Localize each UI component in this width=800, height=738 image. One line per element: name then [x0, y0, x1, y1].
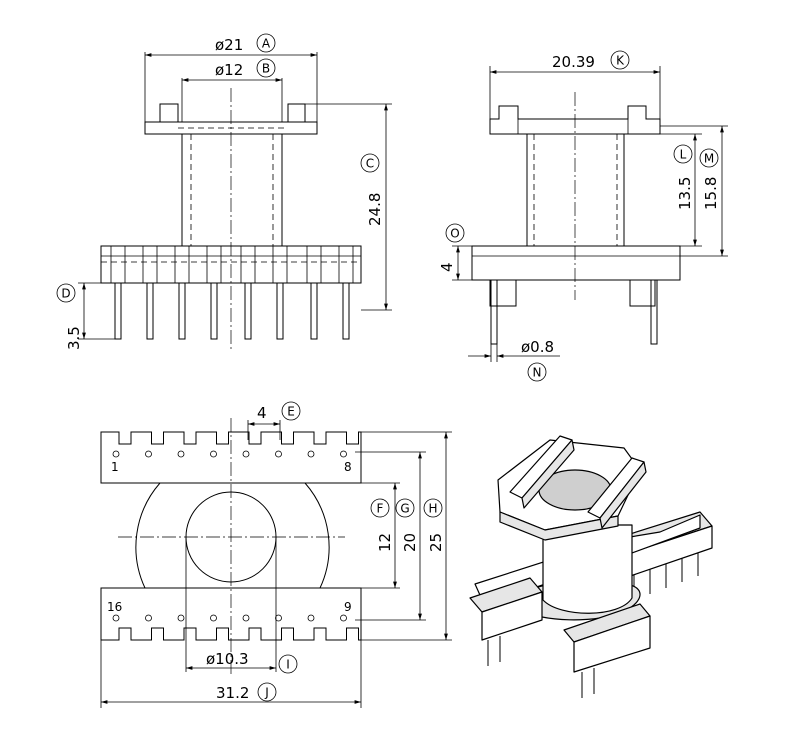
side-view: 20.39 K 13.5 L 15.8 M 4 O ø0.8 N — [438, 50, 728, 382]
pin-hole — [275, 614, 282, 622]
front-pin — [114, 282, 122, 340]
dim-o-label: O — [450, 227, 459, 241]
front-pin — [342, 282, 350, 340]
front-pin — [310, 282, 318, 340]
pin-hole — [307, 450, 315, 458]
dim-e-value: 4 — [257, 404, 267, 422]
front-pin — [210, 282, 218, 340]
dim-a-value: ø21 — [215, 36, 243, 54]
pin-8-label: 8 — [344, 460, 352, 474]
dim-a-label: A — [262, 37, 271, 51]
dim-n-label: N — [533, 366, 542, 380]
pin-hole — [210, 614, 217, 622]
pin-hole — [242, 450, 250, 458]
front-pin — [244, 282, 252, 340]
dim-c-value: 24.8 — [366, 193, 384, 226]
dim-j-label: J — [264, 686, 269, 700]
dim-c-label: C — [366, 157, 374, 171]
pin-1-label: 1 — [111, 460, 119, 474]
pin-hole — [210, 450, 217, 458]
dim-m-value: 15.8 — [702, 177, 720, 210]
dim-b-label: B — [262, 62, 270, 76]
dim-l-label: L — [680, 148, 687, 162]
pin-hole — [242, 614, 250, 622]
dim-i-label: I — [286, 658, 290, 672]
pin-16-label: 16 — [107, 600, 122, 614]
dim-i-value: ø10.3 — [206, 650, 249, 668]
pin-hole — [177, 614, 185, 622]
dim-j-value: 31.2 — [216, 684, 249, 702]
pin-hole — [177, 450, 185, 458]
dim-f-value: 12 — [376, 533, 394, 552]
dim-m-label: M — [704, 152, 714, 166]
front-pin — [178, 282, 186, 340]
dim-k-value: 20.39 — [552, 53, 595, 71]
comb-strip — [100, 587, 362, 641]
dim-e-label: E — [287, 405, 295, 419]
dim-d-value: 3.5 — [65, 326, 83, 350]
pin-hole — [307, 614, 315, 622]
dim-b-value: ø12 — [215, 61, 243, 79]
pin-hole — [112, 450, 120, 458]
front-pin — [146, 282, 154, 340]
front-view: ø21 A ø12 B 24.8 C 3.5 D — [56, 33, 392, 352]
dim-d-label: D — [61, 287, 70, 301]
comb-strip — [100, 431, 362, 484]
dim-o-value: 4 — [438, 262, 456, 272]
dim-h-label: H — [428, 502, 437, 516]
pin-hole — [145, 614, 152, 622]
dim-f-label: F — [377, 502, 384, 516]
dim-h-value: 25 — [427, 533, 445, 552]
pin-hole — [275, 450, 282, 458]
pin-hole — [340, 450, 347, 458]
pin-9-label: 9 — [344, 600, 352, 614]
dim-g-value: 20 — [401, 533, 419, 552]
top-view: 1 8 16 9 4 E 12 F 20 G 25 H ø10. — [100, 401, 452, 708]
pin-hole — [145, 450, 152, 458]
pin-hole — [340, 614, 347, 622]
pin-hole — [112, 614, 120, 622]
dim-n-value: ø0.8 — [521, 338, 554, 356]
dim-l-value: 13.5 — [676, 177, 694, 210]
dim-g-label: G — [400, 502, 409, 516]
isometric-view — [469, 435, 713, 698]
front-pin — [276, 282, 284, 340]
dim-k-label: K — [616, 54, 625, 68]
